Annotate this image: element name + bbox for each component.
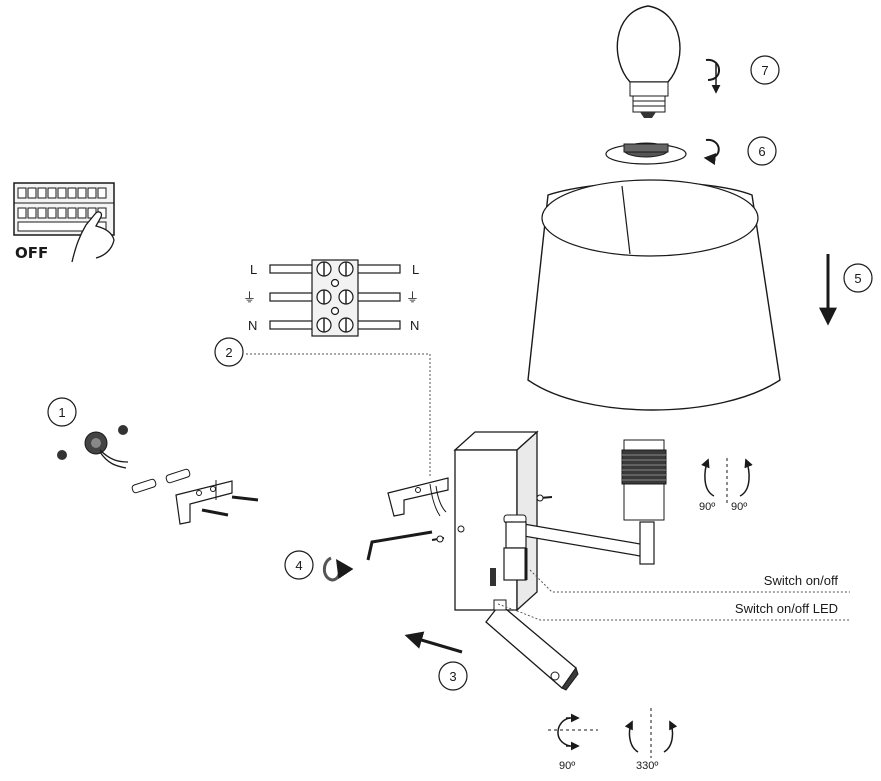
step-7: 7 [705,55,780,94]
terminal-right-earth: ⏚ [406,290,419,305]
breaker-panel: OFF [13,182,115,263]
terminal-left-N: N [248,318,257,333]
shade-ring [605,142,687,165]
step-6: 6 [703,136,777,166]
callouts: Switch on/off Switch on/off LED [497,569,850,621]
arm-angle-left: 90º [699,501,715,513]
off-label: OFF [15,244,48,262]
spot-angle-vertical: 330º [636,760,658,772]
terminal-right-L: L [412,262,419,277]
light-bulb [616,5,681,118]
step-2-terminal-block: L ⏚ N L ⏚ N 2 [214,259,431,478]
step-1-number: 1 [58,405,65,420]
step-3-number: 3 [449,669,456,684]
step-7-number: 7 [761,63,768,78]
arm-angle-right: 90º [731,501,747,513]
lamp-body [366,430,667,691]
step-2-number: 2 [225,345,232,360]
step-3: 3 [404,631,468,691]
step-1-mounting: 1 [47,397,259,525]
step-4: 4 [284,550,354,582]
step-5-number: 5 [854,271,861,286]
callout-switch-led: Switch on/off LED [735,601,838,616]
terminal-left-earth: ⏚ [243,290,256,305]
arm-rotation: 90º 90º [699,458,753,513]
callout-switch: Switch on/off [764,573,839,588]
terminal-left-L: L [250,262,257,277]
step-5: 5 [819,254,873,326]
spot-rotation: 90º 330º [548,708,678,772]
lamp-shade [527,179,781,411]
step-4-number: 4 [295,558,302,573]
terminal-right-N: N [410,318,419,333]
step-6-number: 6 [758,144,765,159]
spot-angle-horizontal: 90º [559,760,575,772]
